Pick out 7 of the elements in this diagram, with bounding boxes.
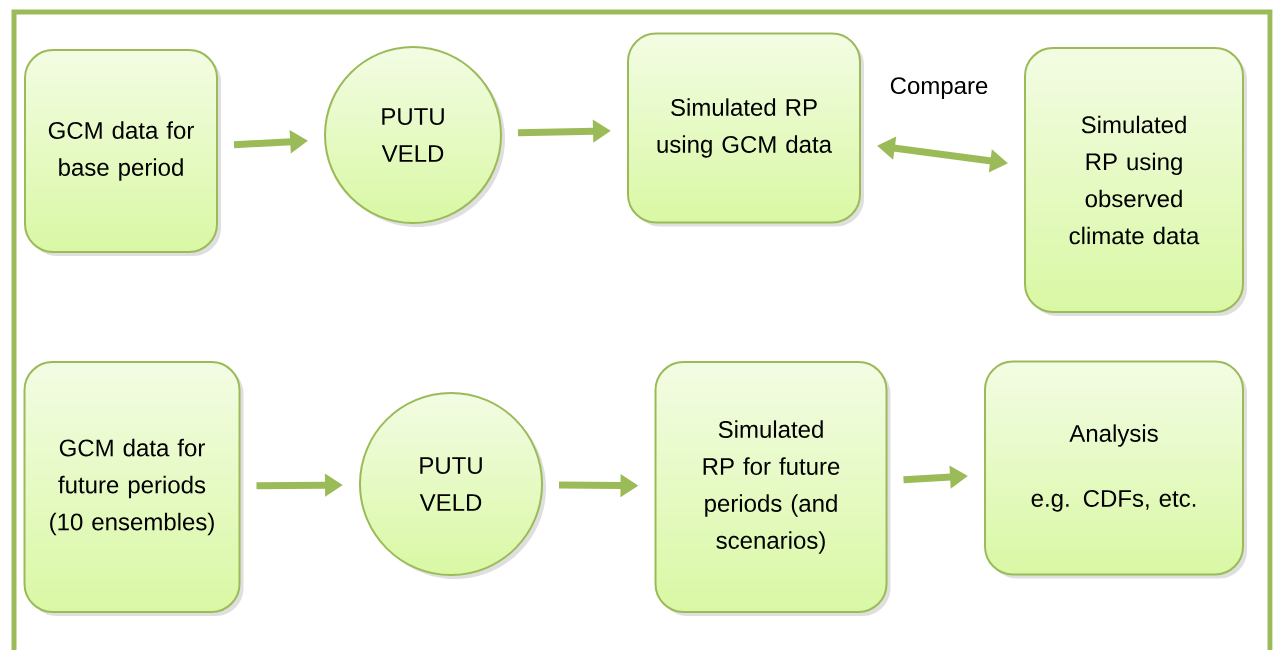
process-box: Simulated RP using observed climate data [1024, 47, 1247, 316]
edge-label: Compare [887, 75, 991, 101]
process-box: Simulated RP for future periods (and scenarios) [654, 361, 891, 616]
process-box: Analysis e.g. CDFs, etc. [984, 360, 1247, 579]
process-box: GCM data for future periods (10 ensembles) [23, 361, 244, 616]
process-box: Simulated RP using GCM data [627, 32, 864, 227]
process-box: GCM data for base period [24, 49, 221, 256]
